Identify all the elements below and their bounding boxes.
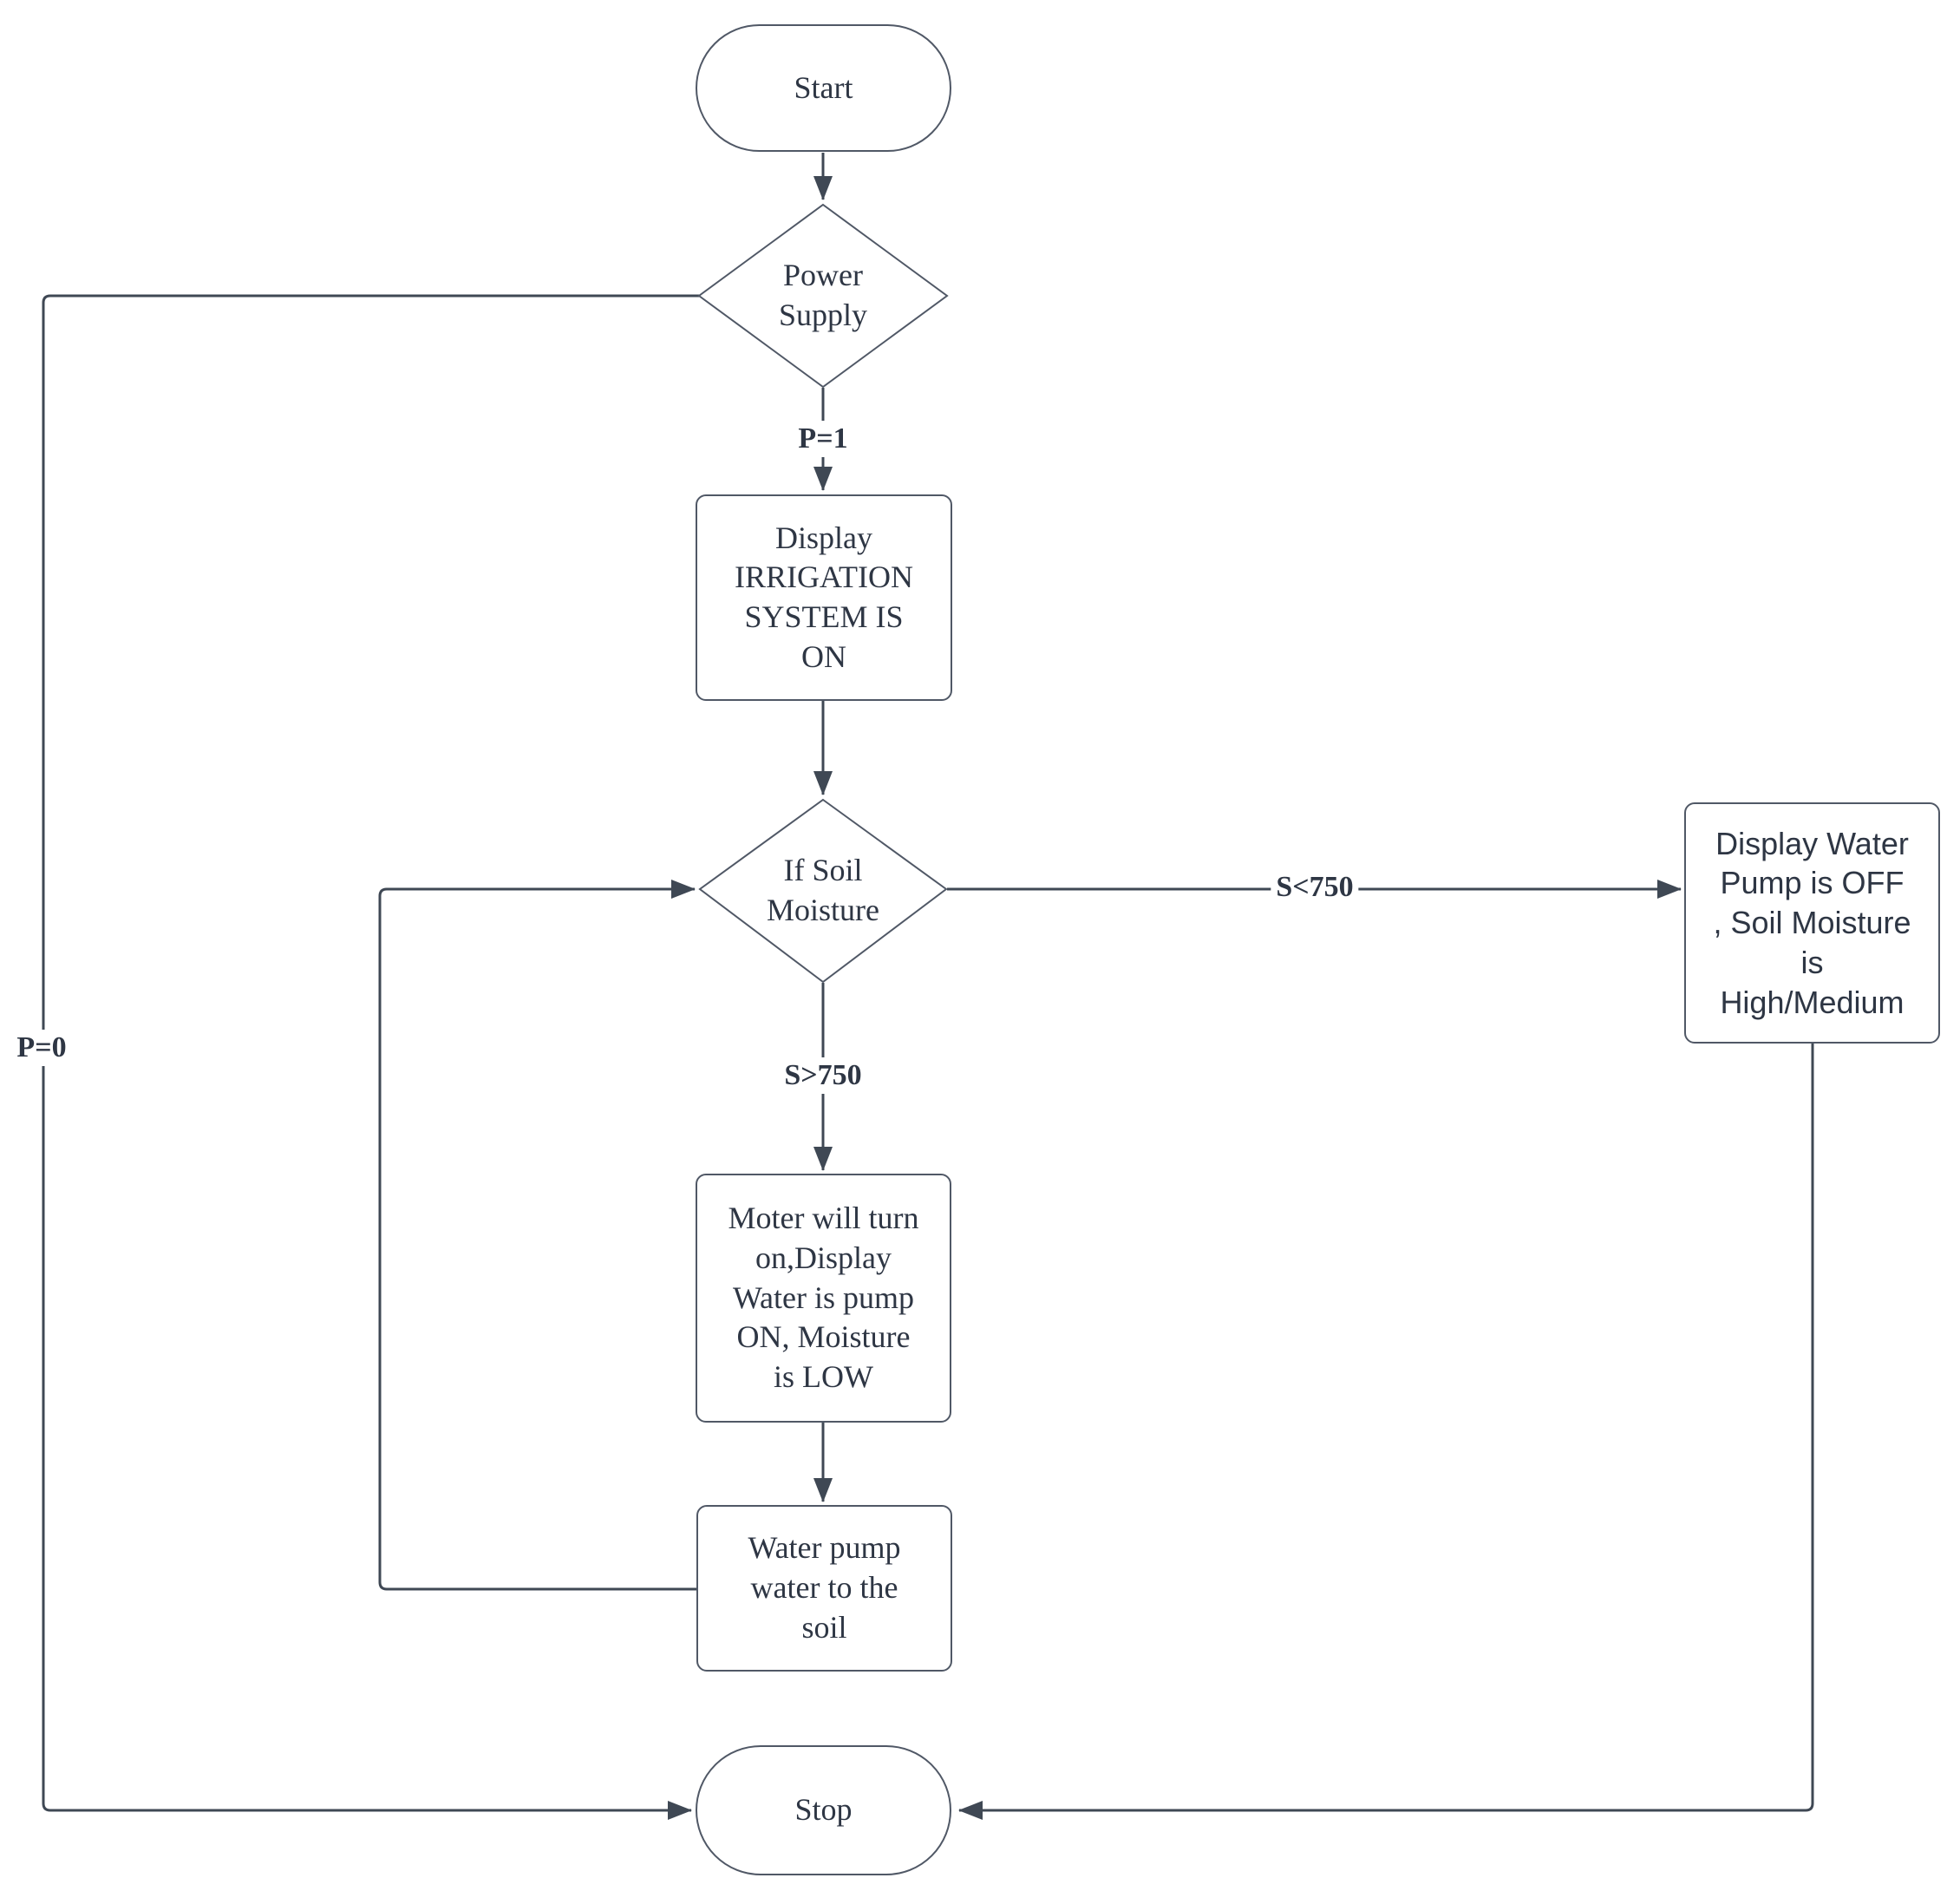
node-if-soil-moisture-label: If Soil Moisture [767, 853, 879, 927]
node-power-supply-label: Power Supply [778, 258, 868, 332]
node-water-pump-soil: Water pump water to the soil [696, 1505, 952, 1672]
node-water-pump-off: Display Water Pump is OFF , Soil Moistur… [1684, 802, 1940, 1044]
node-motor-turn-on-label: Moter will turn on,Display Water is pump… [728, 1201, 919, 1395]
node-stop-label: Stop [794, 1792, 853, 1828]
edge-power-p0-to-stop [42, 294, 699, 1820]
edge-label-s-gt-750: S>750 [779, 1057, 867, 1094]
decision-soil-moisture-shape [698, 798, 948, 984]
edge-label-p0: P=0 [11, 1030, 72, 1066]
decision-power-supply-shape [697, 203, 949, 389]
edge-pumpoff-to-stop [958, 1044, 1814, 1820]
node-water-pump-soil-label: Water pump water to the soil [748, 1530, 901, 1645]
node-start: Start [696, 24, 951, 152]
node-display-irrigation-on-label: Display IRRIGATION SYSTEM IS ON [735, 520, 913, 674]
node-if-soil-moisture: If Soil Moisture [719, 828, 927, 954]
node-display-irrigation-on: Display IRRIGATION SYSTEM IS ON [696, 494, 952, 701]
node-stop: Stop [696, 1745, 951, 1875]
node-start-label: Start [794, 69, 853, 105]
edge-waterpump-loop-to-soil [378, 880, 696, 1591]
edge-label-p1: P=1 [793, 421, 853, 457]
node-motor-turn-on: Moter will turn on,Display Water is pump… [696, 1174, 951, 1423]
edge-label-s-lt-750: S<750 [1271, 869, 1359, 906]
node-power-supply: Power Supply [719, 232, 927, 359]
node-water-pump-off-label: Display Water Pump is OFF , Soil Moistur… [1713, 825, 1911, 1020]
